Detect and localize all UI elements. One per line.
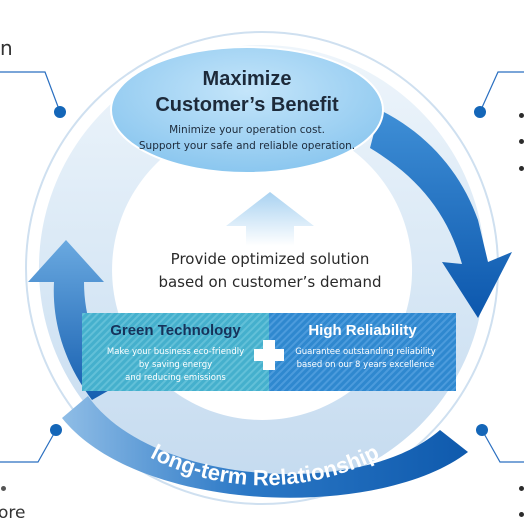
right-arrow <box>370 110 512 318</box>
benefit-title-line1: Maximize <box>202 68 292 90</box>
center-line1: Provide optimized solution <box>170 250 370 268</box>
relationship-arc <box>62 396 468 498</box>
top-left-edge-text: n <box>0 36 13 60</box>
connector-dot <box>476 424 488 436</box>
green-technology-line2: by saving energy <box>138 360 213 370</box>
bullet-icon <box>519 512 524 517</box>
up-arrow <box>226 192 314 246</box>
green-technology-line3: and reducing emissions <box>125 373 226 383</box>
benefit-title-line2: Customer’s Benefit <box>155 94 339 116</box>
benefit-sub-line2: Support your safe and reliable operation… <box>138 140 356 152</box>
connector-dot <box>54 106 66 118</box>
bullet-icon <box>519 166 524 171</box>
connector-dot <box>50 424 62 436</box>
high-reliability-line1: Guarantee outstanding reliability <box>295 347 436 357</box>
benefit-sub-line1: Minimize your operation cost. <box>169 124 325 136</box>
bullet-icon <box>519 486 524 491</box>
customer-benefit-ellipse <box>110 46 384 174</box>
bullet-icon <box>1 486 6 491</box>
bullet-icon <box>519 113 524 118</box>
green-technology-box <box>82 313 269 391</box>
bottom-left-edge-text: ore <box>0 503 26 523</box>
high-reliability-title: High Reliability <box>308 322 417 339</box>
center-line2: based on customer’s demand <box>158 273 382 291</box>
high-reliability-box <box>269 313 456 391</box>
connector-lines <box>0 71 524 463</box>
plus-icon <box>254 340 284 370</box>
high-reliability-line2: based on our 8 years excellence <box>296 360 435 370</box>
green-technology-line1: Make your business eco-friendly <box>106 347 245 357</box>
connector-dot <box>474 106 486 118</box>
bullet-icon <box>519 139 524 144</box>
green-technology-title: Green Technology <box>110 322 241 339</box>
